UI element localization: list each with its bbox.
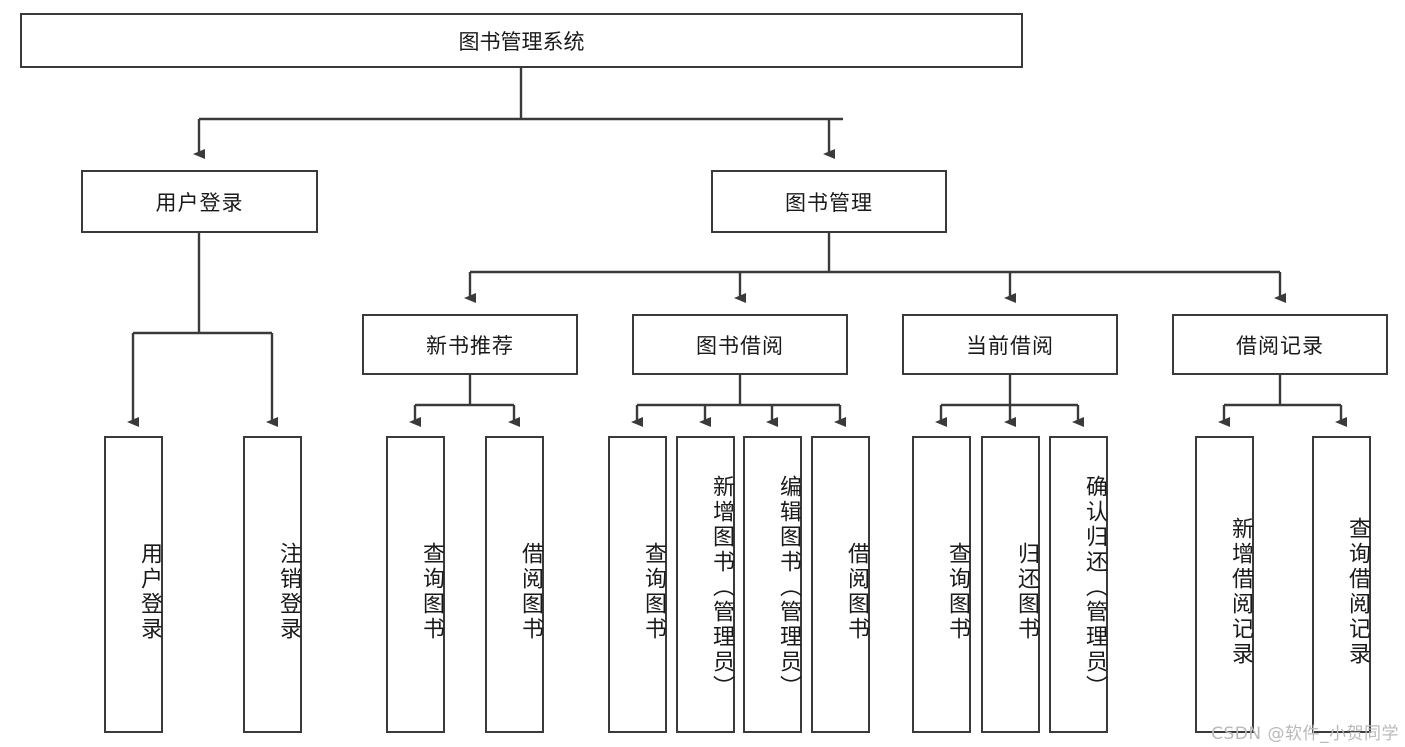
leaf-borrow-book-recommend[interactable]: 借阅图书	[485, 436, 544, 733]
node-label: 新书推荐	[426, 333, 514, 358]
leaf-borrow-book[interactable]: 借阅图书	[811, 436, 870, 733]
node-label: 图书管理	[785, 190, 873, 215]
node-label: 新增借阅记录	[1228, 516, 1253, 667]
leaf-query-borrow-record[interactable]: 查询借阅记录	[1312, 436, 1371, 733]
node-label: 归还图书	[1014, 541, 1039, 642]
leaf-confirm-return-admin[interactable]: 确认归还（管理员）	[1049, 436, 1108, 733]
leaf-query-book-recommend[interactable]: 查询图书	[386, 436, 445, 733]
leaf-query-book-current[interactable]: 查询图书	[912, 436, 971, 733]
node-new-book-recommend[interactable]: 新书推荐	[362, 314, 578, 375]
leaf-user-login[interactable]: 用户登录	[104, 436, 163, 733]
leaf-add-book-admin[interactable]: 新增图书（管理员）	[676, 436, 735, 733]
node-label: 用户登录	[155, 190, 244, 215]
node-label: 查询图书	[641, 541, 666, 642]
node-user-login[interactable]: 用户登录	[81, 170, 318, 233]
node-label: 确认归还（管理员）	[1082, 475, 1107, 700]
node-label: 借阅图书	[844, 541, 869, 642]
node-label: 编辑图书（管理员）	[776, 475, 801, 700]
watermark: CSDN @软件_小贺同学	[1211, 724, 1399, 744]
leaf-add-borrow-record[interactable]: 新增借阅记录	[1195, 436, 1254, 733]
node-label: 图书借阅	[696, 333, 784, 358]
node-label: 用户登录	[137, 541, 162, 642]
leaf-user-logout[interactable]: 注销登录	[243, 436, 302, 733]
node-label: 新增图书（管理员）	[709, 475, 734, 700]
leaf-return-book[interactable]: 归还图书	[981, 436, 1040, 733]
node-label: 注销登录	[276, 541, 301, 642]
node-label: 借阅记录	[1236, 333, 1324, 358]
node-label: 借阅图书	[518, 541, 543, 642]
node-label: 图书管理系统	[458, 29, 585, 54]
leaf-edit-book-admin[interactable]: 编辑图书（管理员）	[743, 436, 802, 733]
node-root-book-management-system[interactable]: 图书管理系统	[20, 13, 1023, 68]
node-book-borrow[interactable]: 图书借阅	[632, 314, 848, 375]
node-label: 查询图书	[945, 541, 970, 642]
node-label: 查询借阅记录	[1345, 516, 1370, 667]
node-current-borrow[interactable]: 当前借阅	[902, 314, 1118, 375]
node-borrow-record[interactable]: 借阅记录	[1172, 314, 1388, 375]
node-book-management[interactable]: 图书管理	[711, 170, 947, 233]
node-label: 查询图书	[419, 541, 444, 642]
leaf-query-book-borrow[interactable]: 查询图书	[608, 436, 667, 733]
node-label: 当前借阅	[966, 333, 1054, 358]
